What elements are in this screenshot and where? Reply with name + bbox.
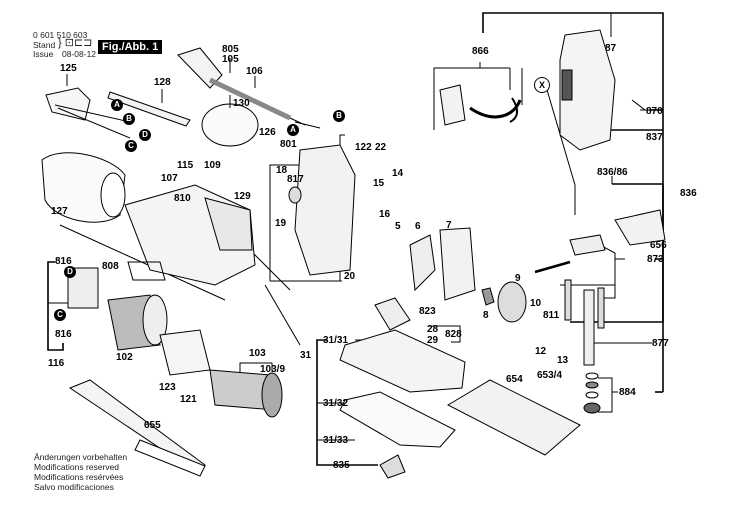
part-823: 823: [419, 306, 436, 317]
part-811: 811: [543, 310, 560, 321]
part-816-top: 816: [55, 256, 72, 267]
part-13: 13: [557, 355, 569, 366]
part-836: 836: [680, 188, 697, 199]
part-109: 109: [204, 160, 221, 171]
part-103-9: 103/9: [260, 364, 286, 375]
part-129: 129: [234, 191, 251, 202]
part-28: 28: [427, 324, 439, 335]
part-122: 122: [355, 142, 372, 153]
part-817: 817: [287, 174, 304, 185]
part-31-31: 31/31: [323, 335, 349, 346]
part-19: 19: [275, 218, 287, 229]
part-31-32: 31/32: [323, 398, 349, 409]
disclaimer-en: Modifications reserved: [34, 462, 120, 472]
part-115: 115: [177, 160, 194, 171]
part-106: 106: [246, 66, 263, 77]
part-653-4: 653/4: [537, 370, 563, 381]
part-866: 866: [472, 46, 489, 57]
part-8: 8: [483, 310, 489, 321]
cap-126-drawing: [201, 103, 259, 147]
disclaimer: Änderungen vorbehalten Modifications res…: [34, 452, 127, 492]
part-877: 877: [652, 338, 669, 349]
part-805: 805: [222, 44, 239, 55]
part-801: 801: [280, 139, 297, 150]
part-126: 126: [259, 127, 276, 138]
part-116: 116: [48, 358, 65, 369]
part-884: 884: [619, 387, 636, 398]
part-128: 128: [154, 77, 171, 88]
marker-x: X: [534, 77, 550, 93]
part-9: 9: [515, 273, 521, 284]
stand-stamp: } ⊡⊏⊐: [58, 37, 93, 49]
part-873: 873: [647, 254, 664, 265]
part-835: 835: [333, 460, 350, 471]
power-cord-drawing: [177, 47, 321, 129]
marker-c-2: C: [54, 309, 66, 321]
disclaimer-fr: Modifications resérvées: [34, 472, 124, 482]
part-87: 87: [605, 43, 617, 54]
marker-b: B: [123, 113, 135, 125]
part-808: 808: [102, 261, 119, 272]
part-105: 105: [222, 54, 239, 65]
part-102: 102: [116, 352, 133, 363]
part-655: 655: [144, 420, 161, 431]
part-107: 107: [161, 173, 178, 184]
marker-d-2: D: [64, 266, 76, 278]
issue-label: Issue: [33, 49, 54, 59]
part-15: 15: [373, 178, 385, 189]
issue-date: 08-08-12: [62, 49, 97, 59]
part-103: 103: [249, 348, 266, 359]
part-16: 16: [379, 209, 391, 220]
marker-b-2: B: [333, 110, 345, 122]
part-14: 14: [392, 168, 404, 179]
figure-title: Fig./Abb. 1: [98, 40, 163, 54]
part-18: 18: [276, 165, 288, 176]
part-123: 123: [159, 382, 176, 393]
part-5: 5: [395, 221, 401, 232]
part-22: 22: [375, 142, 387, 153]
part-130: 130: [233, 98, 250, 109]
part-127: 127: [51, 206, 68, 217]
part-number: 0 601 510 603: [33, 30, 88, 40]
part-20: 20: [344, 271, 356, 282]
part-29: 29: [427, 335, 439, 346]
disclaimer-es: Salvo modificaciones: [34, 482, 114, 492]
stand-label: Stand: [33, 40, 56, 50]
part-828: 828: [445, 329, 462, 340]
part-6: 6: [415, 221, 421, 232]
part-656: 656: [650, 240, 667, 251]
part-810: 810: [174, 193, 191, 204]
part-816-bottom: 816: [55, 329, 72, 340]
part-870: 870: [646, 106, 663, 117]
part-31: 31: [300, 350, 312, 361]
disclaimer-de: Änderungen vorbehalten: [34, 452, 128, 462]
part-7: 7: [446, 220, 452, 231]
part-125: 125: [60, 63, 77, 74]
part-837: 837: [646, 132, 663, 143]
marker-a: A: [111, 99, 123, 111]
part-121: 121: [180, 394, 197, 405]
part-31-33: 31/33: [323, 435, 349, 446]
part-654: 654: [506, 374, 523, 385]
part-10: 10: [530, 298, 542, 309]
part-836-86: 836/86: [597, 167, 628, 178]
marker-a-2: A: [287, 124, 299, 136]
part-12: 12: [535, 346, 547, 357]
marker-d: D: [139, 129, 151, 141]
marker-c: C: [125, 140, 137, 152]
